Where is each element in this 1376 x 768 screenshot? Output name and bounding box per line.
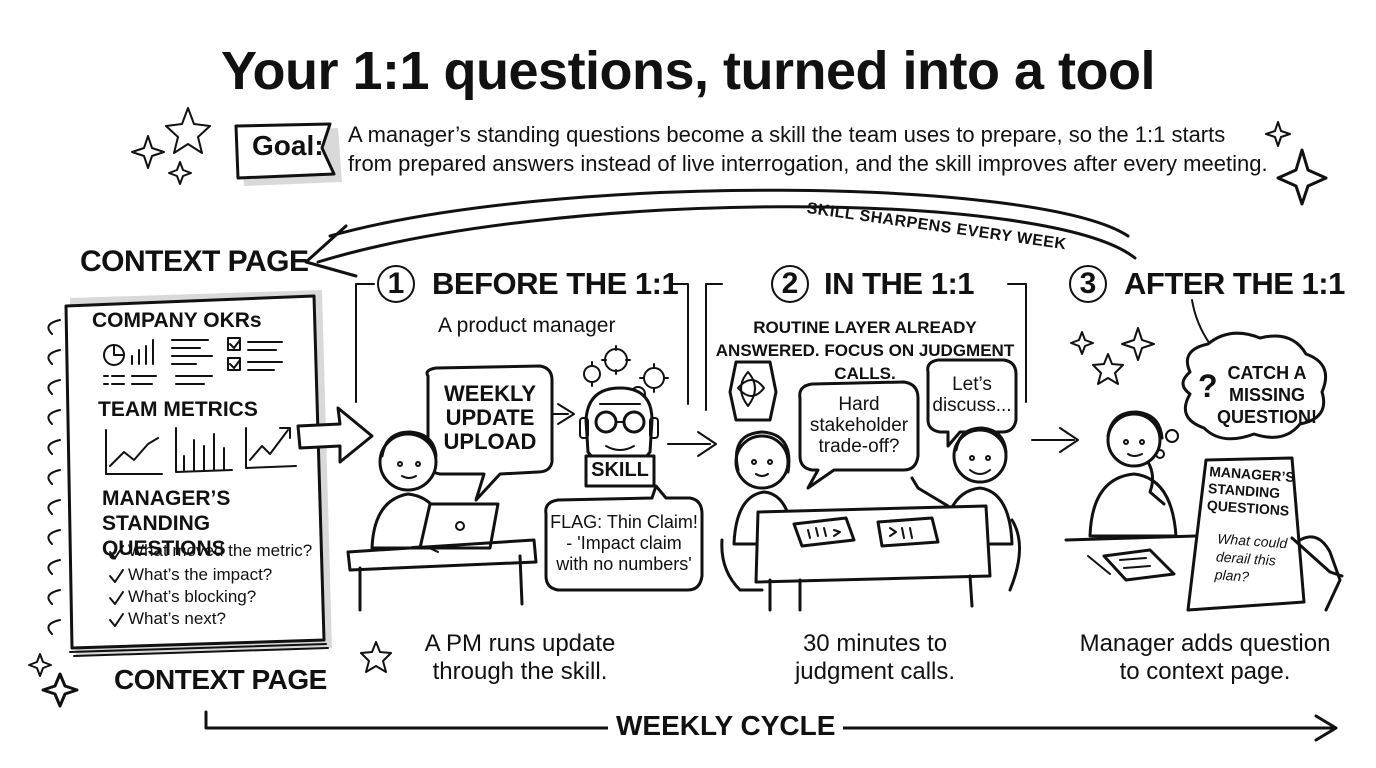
context-page-label-top: CONTEXT PAGE [80,245,309,278]
weekly-cycle-arrow [204,710,1338,742]
context-notebook [47,290,332,657]
loop-arrow [304,188,1137,278]
check-icon [109,545,124,627]
paper-question: What could derail this plan? [1214,530,1288,585]
paper-title: MANAGER’S STANDING QUESTIONS [1206,463,1296,519]
step-1-caption: A PM runs update through the skill. [424,630,616,685]
discuss-bubble: Let’s discuss... [932,374,1012,416]
skill-label: SKILL [591,459,649,481]
notebook-question: What’s blocking? [128,587,257,606]
weekly-cycle-label: WEEKLY CYCLE [608,710,844,742]
step-3-title: AFTER THE 1:1 [1124,266,1345,301]
step-3-caption: Manager adds question to context page. [1079,630,1331,685]
step-2-subtitle: ROUTINE LAYER ALREADY ANSWERED. FOCUS ON… [715,318,1015,383]
skill-robot-illustration [544,345,704,592]
step-1-subtitle: A product manager [438,314,616,337]
goal-label-box [234,122,342,186]
goal-text: A manager’s standing questions become a … [348,122,1268,176]
notebook-metrics-heading: TEAM METRICS [98,398,258,421]
step-2-number: 2 [781,267,799,300]
step-2-caption: 30 minutes to judgment calls. [794,630,956,685]
flag-bubble: FLAG: Thin Claim! - 'Impact claim with n… [550,512,698,574]
thought-bubble: CATCH A MISSING QUESTION! [1216,363,1317,427]
page-title: Your 1:1 questions, turned into a tool [220,41,1156,101]
question-mark-icon: ? [1198,368,1218,404]
context-page-label-bottom: CONTEXT PAGE [114,664,327,695]
notebook-question: What’s the impact? [128,565,273,584]
step-2-title: IN THE 1:1 [824,266,975,301]
notebook-question: What’s next? [128,609,226,628]
step-1-number: 1 [387,267,405,300]
step-3-number: 3 [1079,267,1097,300]
notebook-okrs-heading: COMPANY OKRs [92,309,262,332]
manager-illustration [1064,331,1344,612]
notebook-questions-heading: MANAGER’S STANDING QUESTIONS [102,487,231,560]
spiral-binding [47,319,61,635]
meeting-illustration [720,358,1022,612]
question-bubble: Hard stakeholder trade-off? [809,394,909,457]
goal-label: Goal: [252,130,324,161]
notebook-question: What moved the metric? [128,541,313,560]
sparkle-icon [28,107,1328,708]
pm-at-laptop-illustration [346,364,554,612]
brain-knot-icon [737,371,765,407]
step-1-title: BEFORE THE 1:1 [432,266,679,301]
okr-icons [103,337,283,385]
weekly-update-bubble: WEEKLY UPDATE UPLOAD [443,381,537,454]
step-brackets [355,265,1211,411]
metric-charts [105,427,297,475]
